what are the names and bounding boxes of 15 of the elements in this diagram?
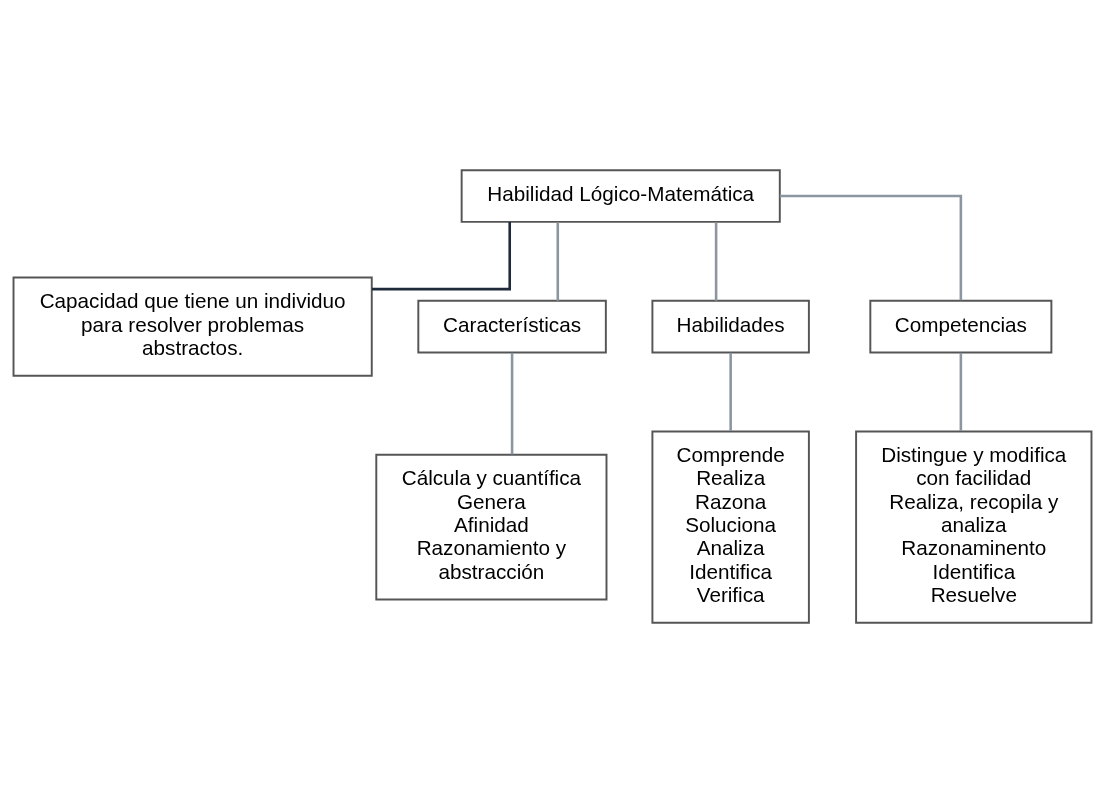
connector xyxy=(779,194,963,300)
node-box: Competencias xyxy=(869,299,1053,353)
node-box: Habilidades xyxy=(651,299,810,353)
node-box: Habilidad Lógico-Matemática xyxy=(460,168,781,223)
connector xyxy=(556,221,560,301)
connector xyxy=(959,352,963,431)
node-box: Capacidad que tiene un individuo para resolver problemas abstractos. xyxy=(12,276,373,377)
connector xyxy=(714,221,718,301)
connector xyxy=(510,352,514,454)
node-box: Distingue y modifica con facilidad Realiza, recopila y analiza Razonaminento Identifica Resuelve xyxy=(855,429,1093,624)
node-box: Características xyxy=(417,299,607,353)
node-box: Cálcula y cuantífica Genera Afinidad Razonamiento y abstracción xyxy=(375,453,608,600)
connector xyxy=(729,352,732,431)
node-box: Comprende Realiza Razona Soluciona Analiza Identifica Verifica xyxy=(651,429,810,624)
connector xyxy=(372,221,511,290)
